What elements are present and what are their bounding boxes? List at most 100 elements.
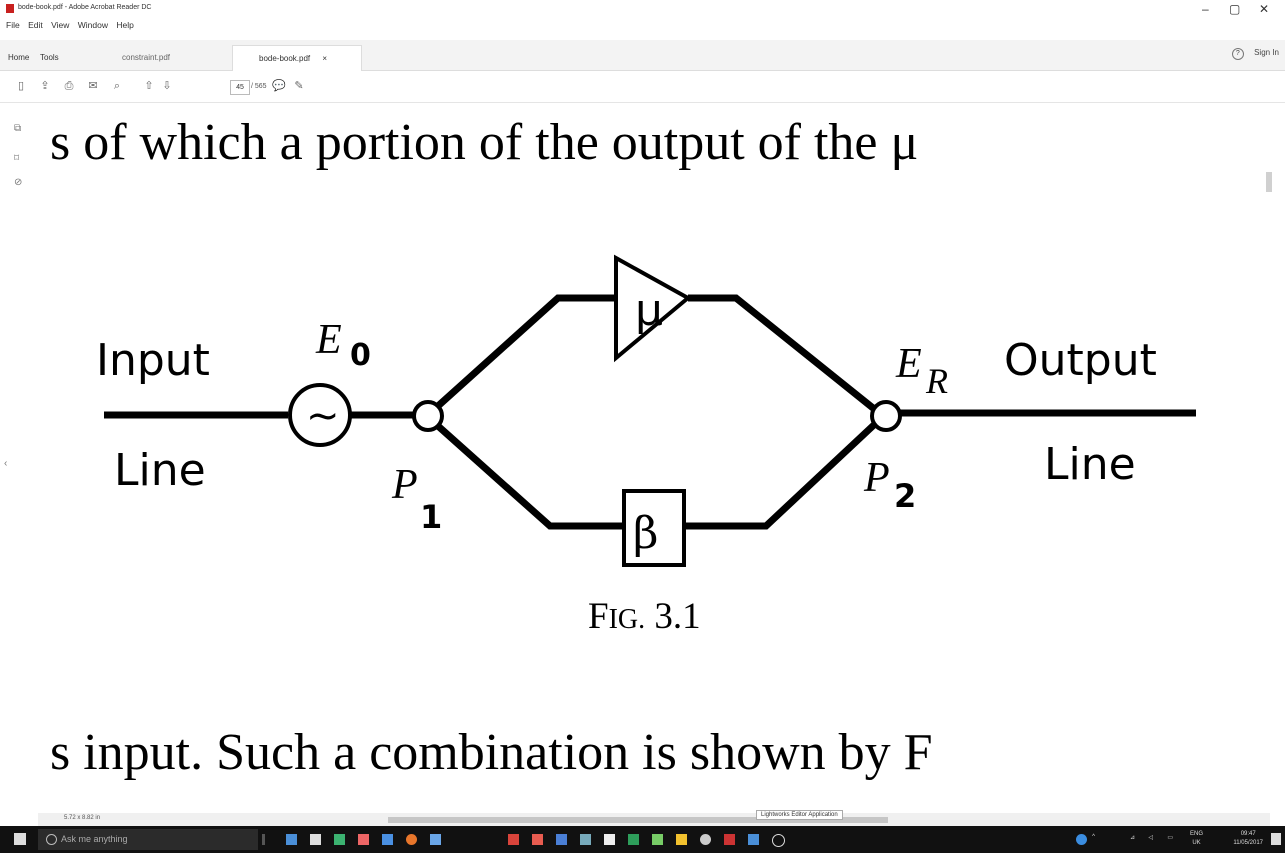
store-icon[interactable] [310,834,321,845]
attachment-icon[interactable]: ⊘ [14,177,23,188]
horizontal-scrollbar[interactable]: 5.72 x 8.82 in [38,813,1270,826]
close-button[interactable]: ✕ [1258,2,1270,16]
file-explorer-icon[interactable] [286,834,297,845]
e0-label: E [315,317,342,363]
settings-icon[interactable] [772,834,785,847]
upload-icon[interactable]: ⇪ [40,80,50,92]
junction-p2 [870,400,902,432]
task-view-icon[interactable] [262,834,265,845]
source-glyph: ~ [306,393,340,439]
bookmark-icon[interactable]: ⌑ [14,153,20,164]
caption-prefix: F [588,596,609,637]
caption-number: 3.1 [645,596,701,637]
window-title: bode-book.pdf - Adobe Acrobat Reader DC [18,4,152,11]
app-icon-2[interactable] [358,834,369,845]
app-icon-5[interactable] [556,834,567,845]
output-line-label: Line [1044,439,1136,490]
app-icon-11[interactable] [748,834,759,845]
input-label: Input [96,335,210,386]
menu-window[interactable]: Window [77,20,108,30]
app-icon-7[interactable] [652,834,663,845]
search-icon[interactable]: ⌕ [113,80,121,92]
beta-label: β [633,508,658,559]
upper-branch-right [688,294,876,411]
document-text-bottom: s input. Such a combination is shown by … [50,724,933,781]
menu-edit[interactable]: Edit [28,20,43,30]
app-icon-4[interactable] [532,834,543,845]
left-rail: ⧉ ⌑ ⊘ ‹ [0,103,38,820]
title-bar: bode-book.pdf - Adobe Acrobat Reader DC … [0,0,1285,18]
feedback-diagram: Input Line Output Line ~ μ β E 0 E R P 1… [96,254,1196,567]
input-line-label: Line [114,445,206,496]
p1-label: P [391,462,418,508]
pages-icon[interactable]: ⧉ [14,123,22,134]
page-total: / 565 [251,83,267,90]
minimize-button[interactable]: – [1201,2,1209,16]
vertical-scroll-thumb[interactable] [1266,172,1272,192]
firefox-icon[interactable] [406,834,417,845]
page-number-input[interactable]: 45 [230,80,250,95]
acrobat-taskbar-icon[interactable] [508,834,519,845]
language-indicator[interactable]: ENG UK [1190,830,1203,848]
horizontal-scroll-thumb[interactable] [388,817,888,823]
acrobat-icon [6,4,14,13]
document-view: s of which a portion of the output of th… [38,103,1270,813]
figure-caption: FIG. 3.1 [588,595,701,638]
document-text-top: s of which a portion of the output of th… [50,114,919,171]
signin-link[interactable]: Sign In [1254,48,1279,57]
app-icon-1[interactable] [334,834,345,845]
vertical-scrollbar[interactable] [1270,103,1285,813]
taskbar-search[interactable]: Ask me anything [38,829,258,850]
menu-file[interactable]: File [6,20,20,30]
app-icon-8[interactable] [676,834,687,845]
mail-icon[interactable] [382,834,393,845]
menu-help[interactable]: Help [116,20,134,30]
prev-page-icon[interactable]: ⇧ [144,80,154,92]
window-controls: – ▢ ✕ [1192,2,1277,16]
e0-subscript: 0 [350,338,371,373]
tab-bar: Home Tools constraint.pdf bode-book.pdf … [0,40,1285,71]
network-icon[interactable]: ⊿ [1129,835,1135,841]
taskbar-tooltip: Lightworks Editor Application [756,810,843,820]
collapse-left-icon[interactable]: ‹ [4,458,8,469]
windows-start-icon[interactable] [14,833,26,845]
app-icon-10[interactable] [724,834,735,845]
maximize-button[interactable]: ▢ [1228,2,1241,16]
email-icon[interactable]: ✉ [88,80,98,92]
tab-home[interactable]: Home [8,53,30,62]
keyboard-icon[interactable]: ▭ [1167,835,1173,841]
lang-code: ENG [1189,831,1203,837]
create-pdf-icon[interactable]: ▯ [17,80,25,92]
toolbar: ▯ ⇪ ⎙ ✉ ⌕ ⇧ ⇩ 💬 ✎ [0,72,1285,103]
notepad-icon[interactable] [604,834,615,845]
help-icon[interactable]: ? [1231,48,1244,60]
app-icon-9[interactable] [700,834,711,845]
clock[interactable]: 09:47 11/05/2017 [1233,830,1263,848]
next-page-icon[interactable]: ⇩ [162,80,172,92]
comment-icon[interactable]: 💬 [272,80,286,92]
app-icon-3[interactable] [430,834,441,845]
print-icon[interactable]: ⎙ [64,80,74,92]
volume-icon[interactable]: ◁ [1148,835,1153,841]
p2-subscript: 2 [894,477,916,515]
tray-chevron-icon[interactable]: ^ [1092,834,1095,840]
menu-view[interactable]: View [51,20,70,30]
p2-label: P [863,455,890,501]
clock-time: 09:47 [1240,831,1256,837]
lower-branch-left [435,423,624,530]
tab-close-icon[interactable]: × [322,54,328,63]
tab-constraint-pdf[interactable]: constraint.pdf [122,53,171,62]
p1-subscript: 1 [420,498,442,536]
page-size-label: 5.72 x 8.82 in [64,815,101,821]
er-subscript: R [925,361,948,401]
clock-date: 11/05/2017 [1233,840,1263,846]
action-center-icon[interactable] [1271,833,1281,845]
tray-app-icon[interactable] [1076,834,1087,845]
tab-tools[interactable]: Tools [40,53,59,62]
menu-bar: File Edit View Window Help [0,18,1285,33]
pen-icon[interactable]: ✎ [294,80,304,92]
excel-icon[interactable] [628,834,639,845]
cortana-icon [46,834,57,846]
tab-bode-book-pdf[interactable]: bode-book.pdf × [232,45,362,71]
app-icon-6[interactable] [580,834,591,845]
